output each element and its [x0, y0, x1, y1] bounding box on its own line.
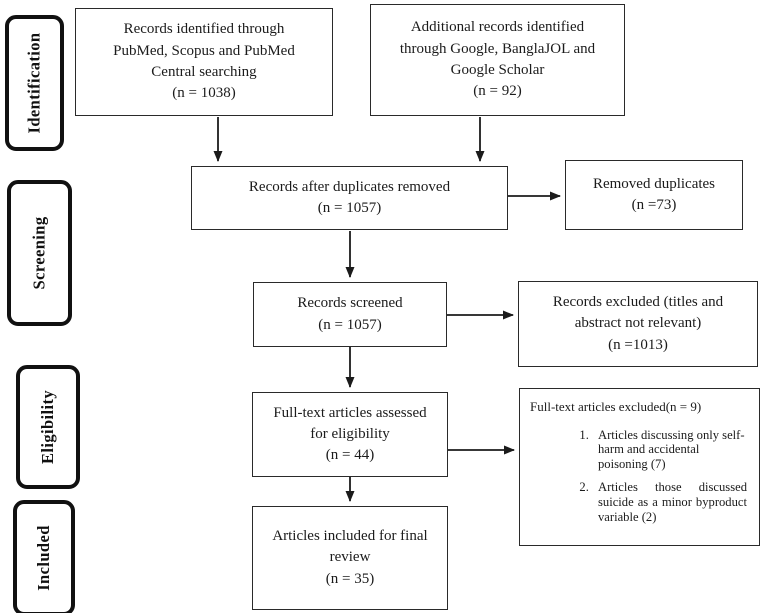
box-fulltext-excluded-header: Full-text articles excluded(n = 9) — [530, 399, 702, 414]
box-fulltext-assessed: Full-text articles assessed for eligibil… — [252, 392, 448, 477]
stage-included: Included — [13, 500, 75, 613]
box-fulltext-excluded: Full-text articles excluded(n = 9) Artic… — [519, 388, 760, 546]
box-records-identified: Records identified through PubMed, Scopu… — [75, 8, 333, 116]
box-fulltext-assessed-text: Full-text articles assessed for eligibil… — [273, 404, 427, 464]
box-articles-included-text: Articles included for final review (n = … — [272, 528, 428, 587]
box-duplicates-removed: Records after duplicates removed (n = 10… — [191, 166, 508, 230]
box-records-excluded: Records excluded (titles and abstract no… — [518, 281, 758, 367]
stage-identification-label: Identification — [24, 32, 44, 134]
stage-screening-label: Screening — [29, 216, 49, 290]
box-duplicates-removed-text: Records after duplicates removed (n = 10… — [248, 178, 451, 216]
box-articles-included: Articles included for final review (n = … — [252, 506, 448, 610]
stage-included-label: Included — [34, 525, 53, 591]
box-records-identified-text: Records identified through PubMed, Scopu… — [113, 21, 295, 102]
box-additional-records: Additional records identified through Go… — [370, 4, 625, 116]
box-removed-duplicates: Removed duplicates (n =73) — [565, 160, 743, 230]
stage-eligibility: Eligibility — [16, 365, 80, 489]
stage-eligibility-label: Eligibility — [38, 389, 57, 465]
stage-screening: Screening — [7, 180, 72, 326]
box-records-excluded-text: Records excluded (titles and abstract no… — [552, 294, 724, 353]
box-records-screened: Records screened (n = 1057) — [253, 282, 447, 347]
box-additional-records-text: Additional records identified through Go… — [399, 19, 596, 100]
fulltext-excluded-list: Articles discussing only self-harm and a… — [530, 428, 747, 525]
stage-identification: Identification — [5, 15, 64, 151]
fulltext-excluded-item-1: Articles discussing only self-harm and a… — [592, 428, 747, 473]
fulltext-excluded-item-2: Articles those discussed suicide as a mi… — [592, 480, 747, 525]
box-removed-duplicates-text: Removed duplicates (n =73) — [592, 175, 716, 213]
box-records-screened-text: Records screened (n = 1057) — [297, 295, 403, 333]
